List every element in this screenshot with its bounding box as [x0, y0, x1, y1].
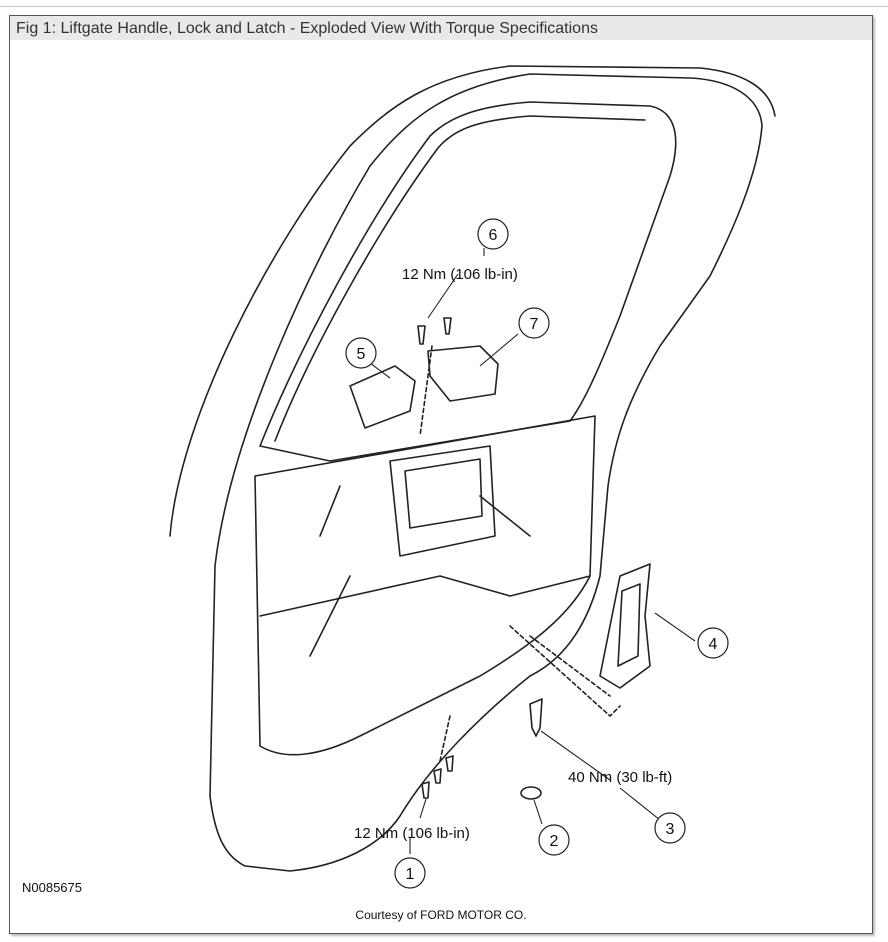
callout-1: 1 [394, 857, 426, 889]
liftgate-outer-edge [169, 65, 776, 537]
leader-1-bolts [419, 798, 427, 819]
leader-6-bolts [427, 273, 459, 319]
inner-panel [254, 415, 596, 756]
figure-frame: Fig 1: Liftgate Handle, Lock and Latch -… [9, 15, 873, 934]
liftgate-outer-panel [209, 73, 763, 872]
leader-2 [533, 799, 543, 825]
figure-id: N0085675 [22, 880, 82, 895]
upper-bolt-b [443, 317, 452, 335]
callout-5: 5 [345, 337, 377, 369]
leader-3-bolt [540, 730, 611, 781]
svg-text:4: 4 [709, 636, 718, 653]
window-opening [259, 101, 677, 462]
callout-3: 3 [654, 812, 686, 844]
part-4-latch-detail [617, 583, 641, 667]
exploded-line-upper [419, 345, 433, 437]
callout-7: 7 [518, 307, 550, 339]
liftgate-exploded-diagram: 1 2 3 4 5 6 7 12 Nm (106 lb-in) 12 Nm (1… [169, 65, 776, 889]
lower-bolt-a [421, 781, 430, 799]
top-rule [0, 6, 888, 7]
caption-bar: Fig 1: Liftgate Handle, Lock and Latch -… [10, 16, 872, 40]
part-4-latch-assembly [599, 563, 651, 689]
lower-bolt-c [445, 755, 454, 772]
window-inner-edge [274, 115, 646, 442]
handle-bracket [389, 445, 496, 557]
callout-4: 4 [697, 627, 729, 659]
svg-text:2: 2 [550, 833, 559, 850]
inner-panel-rib-c [309, 575, 351, 657]
upper-bolt-a [417, 325, 426, 345]
inner-panel-rib-a [319, 485, 341, 537]
callout-2: 2 [538, 824, 570, 856]
svg-text:6: 6 [489, 227, 498, 244]
callout-6: 6 [477, 218, 509, 250]
striker-bolt [529, 698, 543, 737]
credit-line: Courtesy of FORD MOTOR CO. [355, 908, 527, 922]
exploded-line-latch-b [529, 635, 611, 697]
exploded-line-latch-a [509, 625, 621, 717]
figure-caption: Fig 1: Liftgate Handle, Lock and Latch -… [16, 20, 598, 37]
torque-label-upper: 12 Nm (106 lb-in) [402, 266, 518, 283]
leader-5 [369, 362, 391, 379]
leader-4 [654, 612, 696, 642]
handle-bracket-inner [404, 458, 483, 529]
torque-label-lower: 12 Nm (106 lb-in) [354, 825, 470, 842]
svg-text:5: 5 [357, 346, 366, 363]
leader-7 [479, 333, 519, 367]
svg-text:3: 3 [666, 821, 675, 838]
part-2-washer [520, 786, 542, 800]
exploded-line-lower [439, 715, 451, 762]
part-7-latch [427, 345, 499, 402]
torque-label-striker: 40 Nm (30 lb-ft) [568, 769, 672, 786]
inner-panel-rib-b [479, 495, 531, 537]
lower-bolt-b [433, 768, 442, 784]
svg-text:1: 1 [406, 866, 415, 883]
svg-text:7: 7 [530, 316, 539, 333]
part-5-bracket [349, 365, 416, 429]
inner-panel-lower [259, 575, 591, 617]
